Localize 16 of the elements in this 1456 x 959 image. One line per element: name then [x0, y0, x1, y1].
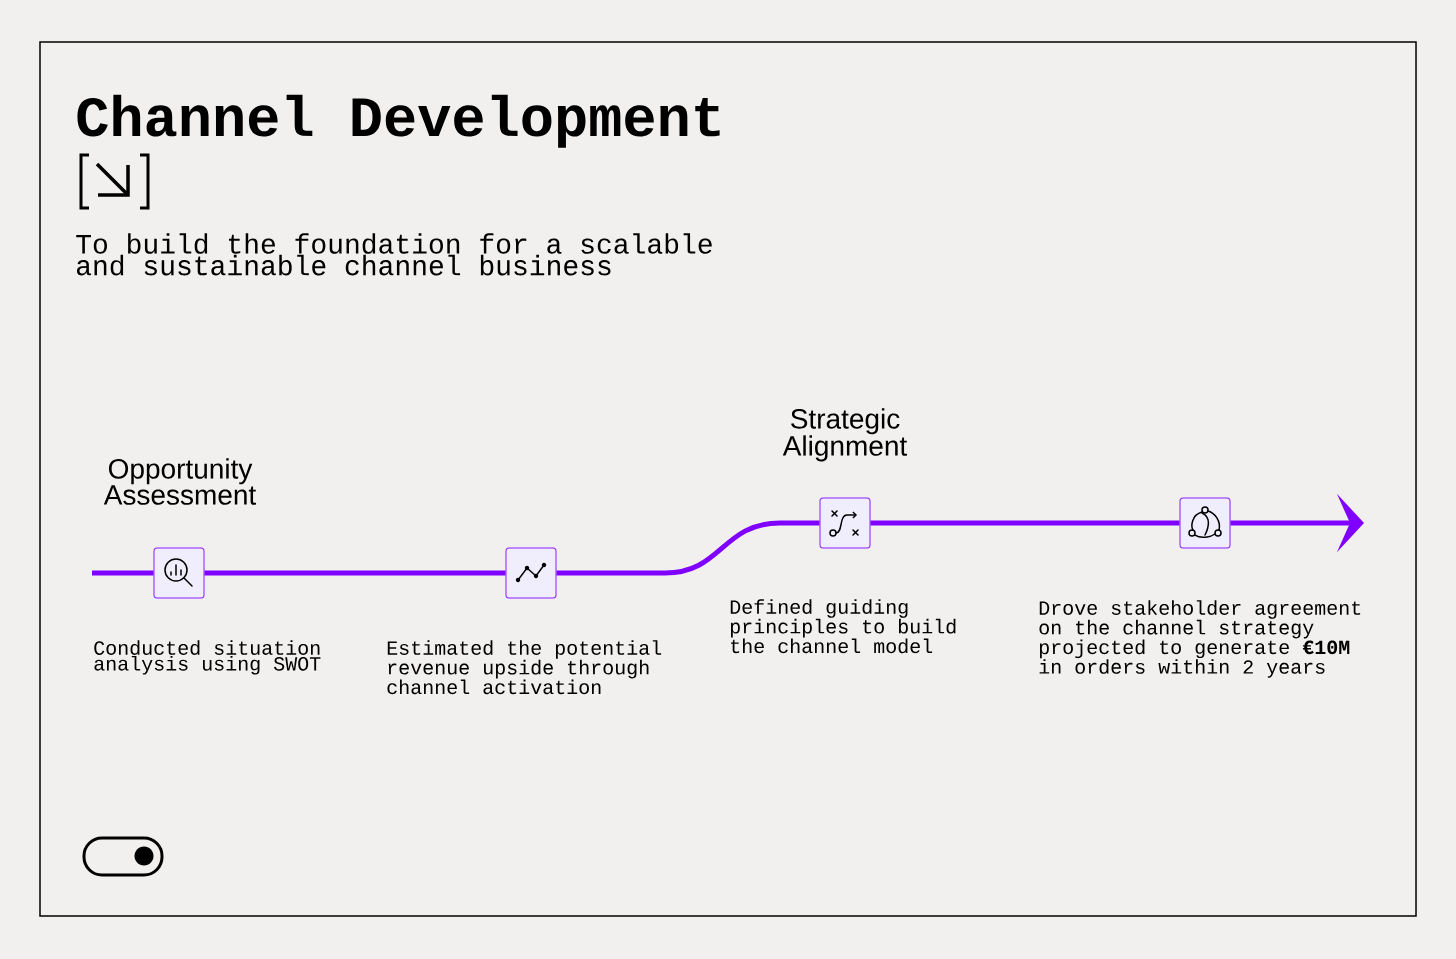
step-box: [819, 497, 871, 549]
step-description: Estimated the potential revenue upside through channel activation: [387, 640, 662, 695]
step-box: [505, 547, 557, 599]
subtitle: To build the foundation for a scalable and sustainable channel business: [76, 233, 712, 276]
timeline-line: [92, 570, 154, 576]
step-description: Conducted situation analysis using SWOT: [94, 640, 321, 675]
step-box: [1179, 497, 1231, 549]
step-box: [153, 547, 205, 599]
step-heading: Opportunity Assessment: [103, 458, 257, 505]
step-description: Drove stakeholder agreement on the channel strategy projected to generate €10M in orders within 2 years: [1039, 600, 1361, 678]
timeline-line: [870, 520, 1180, 526]
step-description: Defined guiding principles to build the channel model: [730, 599, 956, 654]
timeline-line: [556, 520, 820, 576]
step-heading: Strategic Alignment: [782, 408, 908, 462]
title: Channel Development: [77, 94, 720, 148]
timeline-line: [204, 570, 506, 576]
